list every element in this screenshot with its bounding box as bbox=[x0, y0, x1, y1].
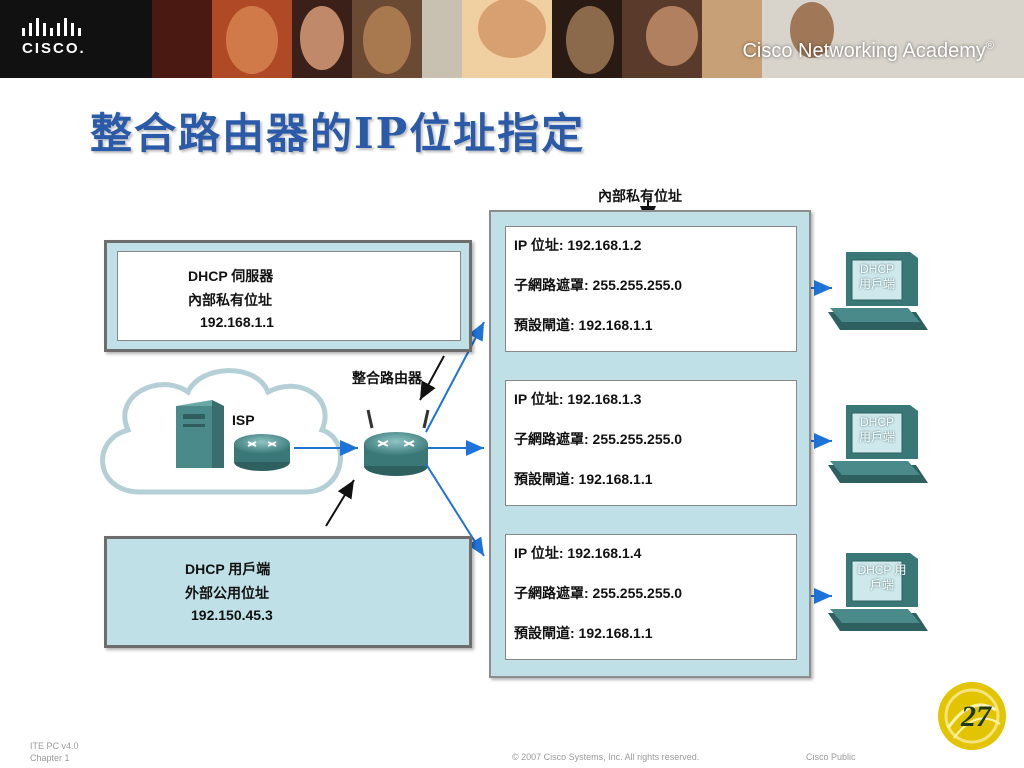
lease-default-gateway: 預設閘道: 192.168.1.1 bbox=[514, 625, 653, 641]
external-ip-address: 192.150.45.3 bbox=[191, 607, 273, 623]
lease-ip: IP 位址: 192.168.1.4 bbox=[514, 545, 642, 561]
lease-card: IP 位址: 192.168.1.2 子網路遮罩: 255.255.255.0 … bbox=[505, 226, 797, 352]
dhcp-client-pc-icon-1 bbox=[828, 252, 928, 330]
lease-default-gateway: 預設閘道: 192.168.1.1 bbox=[514, 471, 653, 487]
external-client-role: DHCP 用戶端 bbox=[185, 561, 271, 577]
banner-photo-strip bbox=[152, 0, 1024, 78]
integrated-router-icon bbox=[364, 409, 430, 476]
pc3-label-line1: DHCP 用 bbox=[857, 563, 907, 577]
lease-subnet-mask: 子網路遮罩: 255.255.255.0 bbox=[514, 585, 683, 601]
pc3-label-line2: 戶端 bbox=[869, 578, 894, 592]
external-client-callout-arrow bbox=[325, 479, 355, 527]
router-to-pool-bottom-arrow bbox=[425, 463, 485, 557]
dhcp-server-panel: DHCP 伺服器 內部私有位址 192.168.1.1 bbox=[104, 240, 472, 352]
pc3-screen-label: DHCP 用 戶端 bbox=[852, 563, 912, 593]
cisco-logo-area: CISCO. bbox=[0, 0, 152, 78]
lease-ip: IP 位址: 192.168.1.3 bbox=[514, 391, 642, 407]
server-ip-address: 192.168.1.1 bbox=[200, 314, 274, 330]
footer-classification: Cisco Public bbox=[806, 752, 856, 762]
lease-subnet-mask: 子網路遮罩: 255.255.255.0 bbox=[514, 431, 683, 447]
slide-title: 整合路由器的IP位址指定 bbox=[90, 109, 586, 158]
pc1-label-line1: DHCP bbox=[859, 262, 894, 276]
isp-router-icon bbox=[234, 434, 290, 471]
page-number: 27 bbox=[961, 700, 991, 733]
lease-card: IP 位址: 192.168.1.3 子網路遮罩: 255.255.255.0 … bbox=[505, 380, 797, 506]
footer-copyright: © 2007 Cisco Systems, Inc. All rights re… bbox=[512, 752, 700, 762]
router-to-pool-top-arrow bbox=[425, 321, 485, 433]
footer-course: ITE PC v4.0 bbox=[30, 741, 79, 751]
lease-subnet-mask: 子網路遮罩: 255.255.255.0 bbox=[514, 277, 683, 293]
external-client-panel: DHCP 用戶端 外部公用位址 192.150.45.3 bbox=[104, 536, 472, 648]
dhcp-client-pc-icon-3 bbox=[828, 553, 928, 631]
pc2-screen-label: DHCP 用戶端 bbox=[852, 415, 902, 445]
server-address-type: 內部私有位址 bbox=[188, 292, 272, 308]
academy-text: Cisco Networking Academy bbox=[742, 40, 986, 62]
integrated-router-label: 整合路由器 bbox=[352, 370, 422, 386]
lease-ip: IP 位址: 192.168.1.2 bbox=[514, 237, 642, 253]
header-banner: CISCO. Cisco Networking Academy® bbox=[0, 0, 1024, 78]
footer-chapter: Chapter 1 bbox=[30, 753, 70, 763]
pc1-label-line2: 用戶端 bbox=[858, 277, 895, 291]
registered-mark: ® bbox=[985, 40, 994, 52]
lease-card: IP 位址: 192.168.1.4 子網路遮罩: 255.255.255.0 … bbox=[505, 534, 797, 660]
lease-default-gateway: 預設閘道: 192.168.1.1 bbox=[514, 317, 653, 333]
pc1-screen-label: DHCP 用戶端 bbox=[852, 262, 902, 292]
cisco-wordmark: CISCO. bbox=[22, 40, 86, 57]
dhcp-client-pc-icon-2 bbox=[828, 405, 928, 483]
page-number-badge-icon bbox=[938, 682, 1006, 750]
isp-server-icon bbox=[176, 400, 224, 468]
private-address-label: 內部私有位址 bbox=[598, 188, 682, 204]
footer-course-info: ITE PC v4.0 Chapter 1 bbox=[30, 740, 79, 764]
isp-label: ISP bbox=[232, 412, 255, 428]
pc2-label-line1: DHCP bbox=[859, 415, 894, 429]
cisco-logo-icon bbox=[22, 18, 81, 36]
pc2-label-line2: 用戶端 bbox=[858, 430, 895, 444]
server-role-label: DHCP 伺服器 bbox=[188, 268, 274, 284]
external-address-type: 外部公用位址 bbox=[185, 585, 269, 601]
address-pool-panel: IP 位址: 192.168.1.2 子網路遮罩: 255.255.255.0 … bbox=[489, 210, 811, 678]
academy-name: Cisco Networking Academy® bbox=[742, 40, 994, 63]
dhcp-server-card: DHCP 伺服器 內部私有位址 192.168.1.1 bbox=[117, 251, 461, 341]
router-callout-arrow bbox=[419, 355, 445, 401]
